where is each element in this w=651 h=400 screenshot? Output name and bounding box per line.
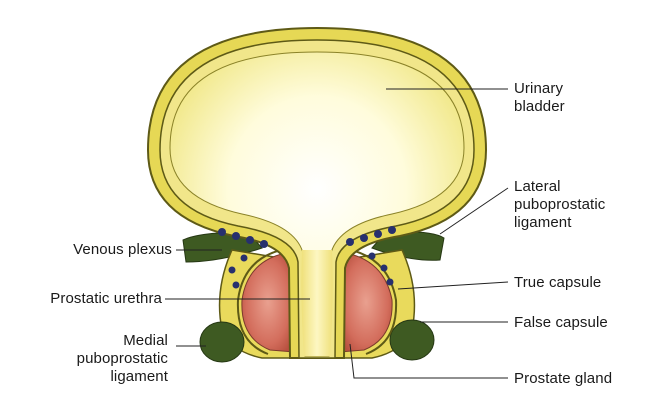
- label-urinary-bladder: Urinary bladder: [514, 80, 565, 116]
- label-prostate-gland: Prostate gland: [514, 370, 612, 388]
- label-prostatic-urethra: Prostatic urethra: [6, 290, 162, 308]
- label-lateral-ligament: Lateral puboprostatic ligament: [514, 178, 605, 232]
- left-medial-ligament: [200, 322, 244, 362]
- prostatic-urethra: [301, 250, 332, 356]
- leader-true-capsule: [398, 282, 508, 289]
- label-false-capsule: False capsule: [514, 314, 608, 332]
- label-true-capsule: True capsule: [514, 274, 601, 292]
- label-medial-ligament: Medial puboprostatic ligament: [36, 332, 168, 386]
- label-venous-plexus: Venous plexus: [30, 241, 172, 259]
- right-medial-ligament: [390, 320, 434, 360]
